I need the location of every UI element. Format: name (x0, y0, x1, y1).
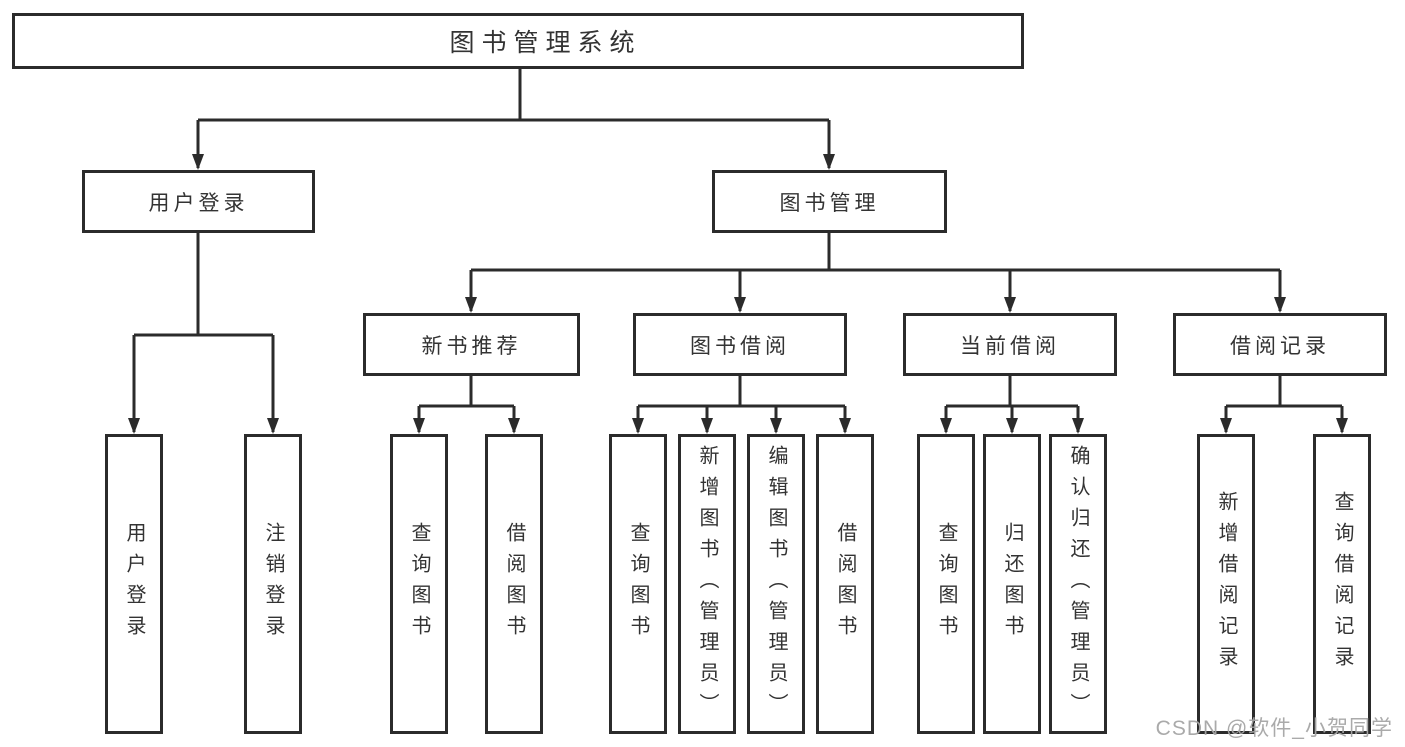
leaf-bb-borrow-books: 借阅图书 (816, 434, 874, 734)
node-borrowing-records: 借阅记录 (1173, 313, 1387, 376)
leaf-bb-query-books-label: 查询图书 (627, 522, 649, 646)
leaf-bb-edit-books-admin-label: 编辑图书（管理员） (765, 444, 787, 724)
leaf-cb-query-books: 查询图书 (917, 434, 975, 734)
leaf-nbr-query-books: 查询图书 (390, 434, 448, 734)
node-book-borrowing: 图书借阅 (633, 313, 847, 376)
leaf-nbr-query-books-label: 查询图书 (408, 522, 430, 646)
leaf-cb-return-books: 归还图书 (983, 434, 1041, 734)
leaf-cb-confirm-return-admin: 确认归还（管理员） (1049, 434, 1107, 734)
leaf-nbr-borrow-books-label: 借阅图书 (503, 522, 525, 646)
node-user-login: 用户登录 (82, 170, 315, 233)
node-system-root: 图书管理系统 (12, 13, 1024, 69)
leaf-bb-query-books: 查询图书 (609, 434, 667, 734)
node-new-book-recommendation: 新书推荐 (363, 313, 580, 376)
leaf-user-login: 用户登录 (105, 434, 163, 734)
leaf-bb-add-books-admin-label: 新增图书（管理员） (696, 444, 718, 724)
leaf-user-login-label: 用户登录 (123, 522, 145, 646)
leaf-br-add-record-label: 新增借阅记录 (1215, 491, 1237, 677)
watermark: CSDN @软件_小贺同学 (1155, 717, 1393, 740)
leaf-bb-edit-books-admin: 编辑图书（管理员） (747, 434, 805, 734)
leaf-logout: 注销登录 (244, 434, 302, 734)
node-book-management: 图书管理 (712, 170, 947, 233)
leaf-cb-confirm-return-admin-label: 确认归还（管理员） (1067, 444, 1089, 724)
leaf-br-query-record-label: 查询借阅记录 (1331, 491, 1353, 677)
leaf-br-add-record: 新增借阅记录 (1197, 434, 1255, 734)
leaf-bb-add-books-admin: 新增图书（管理员） (678, 434, 736, 734)
leaf-nbr-borrow-books: 借阅图书 (485, 434, 543, 734)
leaf-cb-return-books-label: 归还图书 (1001, 522, 1023, 646)
leaf-cb-query-books-label: 查询图书 (935, 522, 957, 646)
leaf-logout-label: 注销登录 (262, 522, 284, 646)
leaf-br-query-record: 查询借阅记录 (1313, 434, 1371, 734)
leaf-bb-borrow-books-label: 借阅图书 (834, 522, 856, 646)
node-current-borrowing: 当前借阅 (903, 313, 1117, 376)
